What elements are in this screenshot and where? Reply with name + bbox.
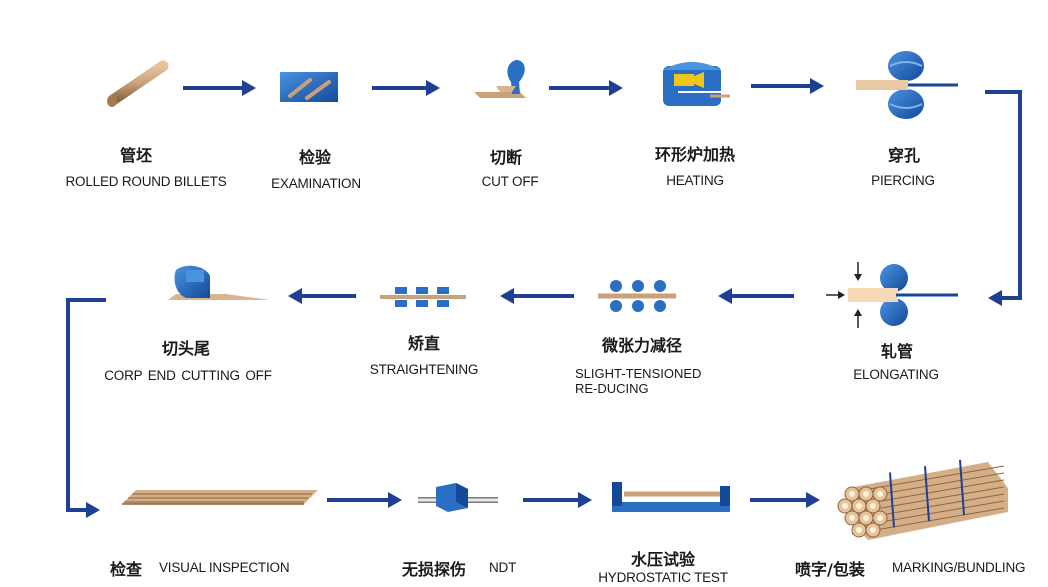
step-label-zh-9: 切头尾 (161, 339, 211, 358)
step-label-en-1: ROLLED ROUND BILLETS (65, 174, 227, 189)
ndt-probe-icon (418, 483, 498, 512)
arrow-7 (288, 288, 356, 304)
step-label-zh-13: 喷字/包装 (795, 560, 865, 579)
arrow-6 (500, 288, 574, 304)
step-label-en-13: MARKING/BUNDLING (892, 560, 1026, 575)
step-label-en-7-line2: RE-DUCING (575, 381, 649, 396)
step-label-zh-11: 无损探伤 (402, 560, 467, 579)
step-label-zh-2: 检验 (298, 148, 332, 167)
connector-right (985, 90, 1022, 306)
arrow-3 (549, 80, 623, 96)
step-label-en-3: CUT OFF (481, 174, 539, 189)
step-label-en-7: SLIGHT-TENSIONED RE-DUCING (575, 366, 701, 396)
straightener-icon (380, 287, 466, 307)
pipes-icon (122, 490, 318, 505)
arrow-9 (523, 492, 592, 508)
step-label-zh-12: 水压试验 (630, 550, 696, 569)
step-label-en-6: ELONGATING (853, 367, 939, 382)
step-label-en-7-line1: SLIGHT-TENSIONED (575, 366, 702, 381)
piercing-rolls-icon (856, 51, 958, 119)
step-label-zh-1: 管坯 (119, 146, 153, 165)
step-label-en-10: VISUAL INSPECTION (159, 560, 290, 575)
step-label-zh-8: 矫直 (407, 334, 441, 353)
examination-icon (280, 72, 338, 102)
step-label-en-12: HYDROSTATIC TEST (598, 570, 728, 585)
arrow-1 (183, 80, 256, 96)
step-label-en-11: NDT (489, 560, 517, 575)
furnace-icon (663, 62, 730, 106)
end-cutter-icon (168, 265, 270, 300)
arrow-5 (718, 288, 794, 304)
step-label-en-5: PIERCING (871, 173, 935, 188)
arrow-2 (372, 80, 440, 96)
arrow-8 (327, 492, 402, 508)
step-label-zh-7: 微张力减径 (601, 336, 683, 355)
arrow-10 (750, 492, 820, 508)
step-label-en-2: EXAMINATION (271, 176, 361, 191)
billet-icon (107, 60, 169, 107)
elongating-rolls-icon (826, 262, 958, 328)
step-label-en-9: CORP END CUTTING OFF (104, 368, 272, 383)
step-label-en-4: HEATING (666, 173, 724, 188)
reducing-rolls-icon (598, 280, 676, 312)
step-label-zh-6: 轧管 (880, 342, 914, 361)
arrow-4 (751, 78, 824, 94)
hydro-tester-icon (612, 482, 730, 512)
step-label-zh-5: 穿孔 (887, 146, 921, 165)
saw-icon (474, 60, 526, 98)
step-label-en-8: STRAIGHTENING (369, 362, 479, 377)
connector-left (66, 298, 106, 518)
bundle-icon (837, 459, 1008, 540)
step-label-zh-3: 切断 (489, 148, 523, 167)
step-label-zh-10: 检查 (110, 560, 143, 579)
step-label-zh-4: 环形炉加热 (654, 145, 736, 164)
